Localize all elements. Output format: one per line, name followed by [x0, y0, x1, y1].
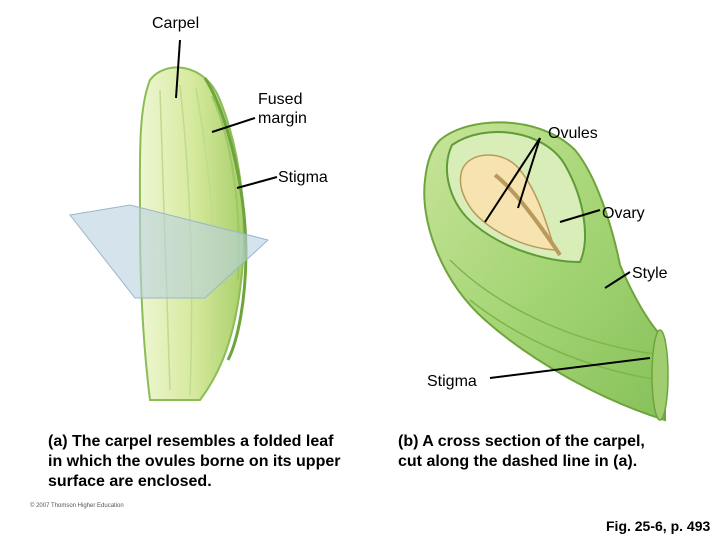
- folded-carpel-drawing: [69, 66, 270, 401]
- caption-a: (a) The carpel resembles a folded leaf i…: [48, 433, 341, 490]
- label-carpel: Carpel: [152, 15, 200, 32]
- label-ovules: Ovules: [548, 125, 598, 142]
- label-style: Style: [632, 265, 668, 282]
- figure-reference: Fig. 25-6, p. 493: [606, 518, 711, 534]
- label-fused-margin: Fused margin: [258, 91, 307, 127]
- caption-b: (b) A cross section of the carpel, cut a…: [398, 433, 645, 470]
- label-stigma-b: Stigma: [427, 373, 477, 390]
- copyright-text: © 2007 Thomson Higher Education: [30, 503, 124, 509]
- cross-section-drawing: [423, 121, 669, 422]
- label-stigma-a: Stigma: [278, 169, 328, 186]
- label-ovary: Ovary: [602, 205, 645, 222]
- leader-lines: [175, 39, 651, 379]
